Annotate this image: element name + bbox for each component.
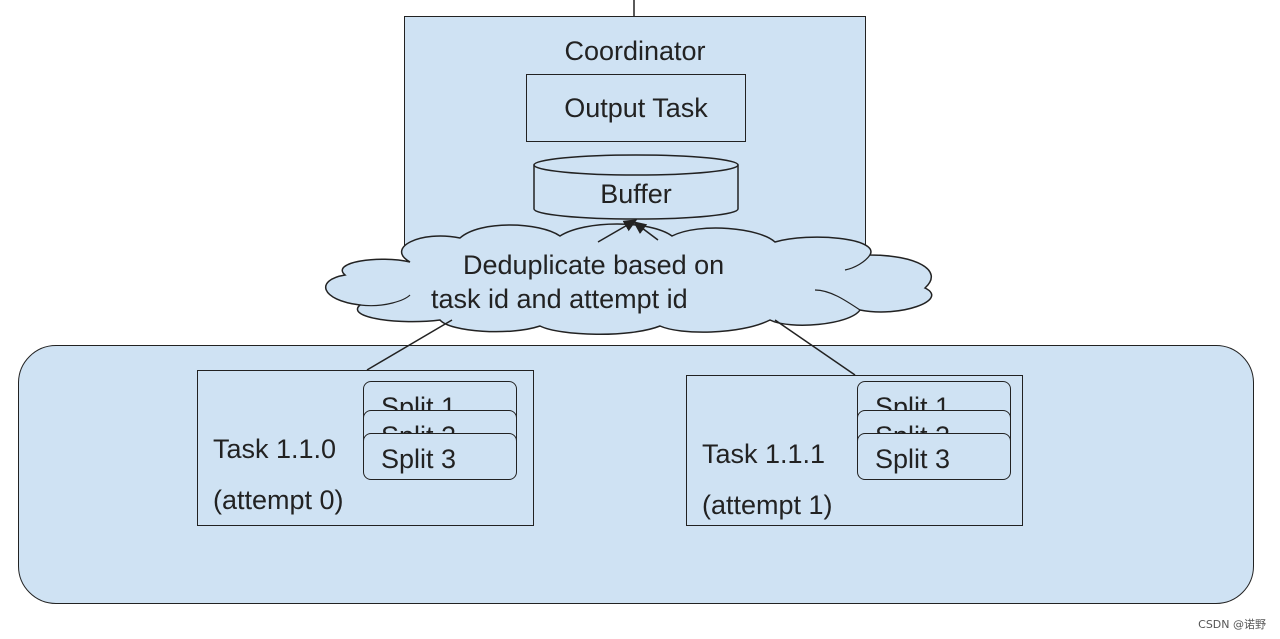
coordinator-title: Coordinator [564, 36, 706, 66]
connector-task-a [366, 319, 453, 371]
buffer-cylinder [533, 154, 739, 220]
task-name: Task 1.1.0 [213, 434, 337, 464]
split-box-3: Split 3 [363, 433, 517, 480]
connector-task-b [774, 319, 856, 376]
cloud-text-line-1: Deduplicate based on [463, 250, 725, 280]
arrow-to-buffer-right [632, 221, 659, 241]
task-attempt: (attempt 0) [213, 485, 344, 515]
split-box-3: Split 3 [857, 433, 1011, 480]
output-task-label: Output Task [564, 93, 708, 123]
task-name: Task 1.1.1 [702, 439, 826, 469]
cloud-text-line-2: task id and attempt id [431, 284, 688, 314]
buffer-label: Buffer [600, 179, 672, 209]
output-task-box: Output Task [526, 74, 746, 142]
task-attempt: (attempt 1) [702, 490, 833, 520]
arrow-to-buffer-left [597, 219, 638, 243]
dedup-cloud [325, 223, 933, 335]
split-label: Split 3 [875, 444, 951, 474]
split-label: Split 3 [381, 444, 457, 474]
watermark: CSDN @诺野 [1198, 618, 1266, 631]
